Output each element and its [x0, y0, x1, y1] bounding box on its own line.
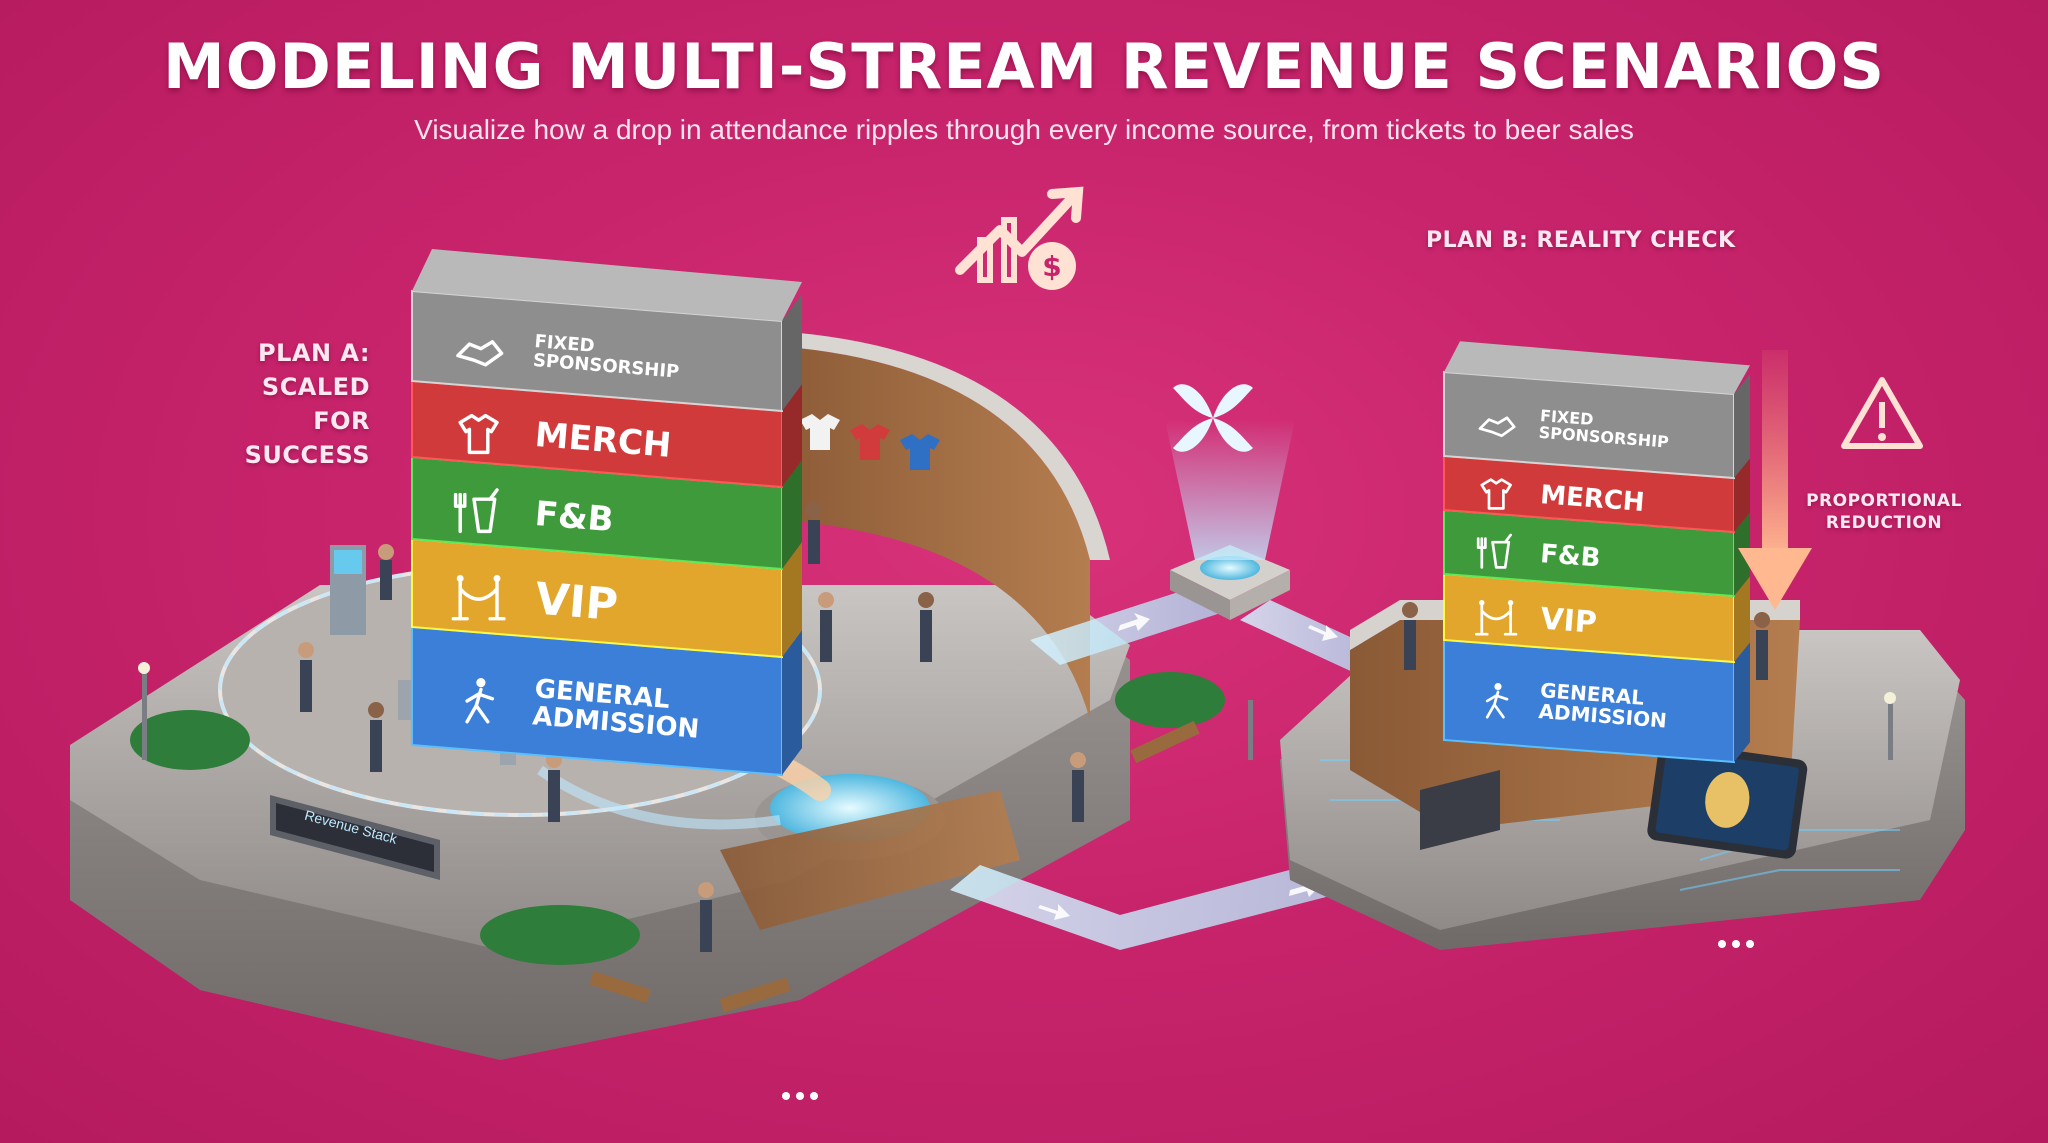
- tier-general-admission: GENERALADMISSION: [411, 625, 802, 777]
- four-petal-icon: [1173, 384, 1253, 452]
- proportional-reduction-arrow: [1738, 350, 1812, 610]
- tier-label-vip: VIP: [533, 574, 620, 632]
- tier-merch: MERCH: [1443, 454, 1750, 534]
- tier-general-admission: GENERALADMISSION: [1443, 638, 1750, 764]
- tshirt-icon: [458, 413, 499, 455]
- tier-vip: VIP: [411, 537, 802, 659]
- merch-shirts-display: [800, 414, 940, 470]
- food-drink-icon: [1476, 533, 1512, 569]
- warning-icon: [1841, 377, 1923, 449]
- revenue-growth-icon: $: [955, 186, 1084, 290]
- page-subtitle: Visualize how a drop in attendance rippl…: [414, 114, 1634, 145]
- walking-person-icon: [1485, 683, 1509, 719]
- handshake-icon: [456, 340, 504, 367]
- tier-label-vip: VIP: [1539, 602, 1598, 641]
- plan-b-label: PLAN B: REALITY CHECK: [1426, 228, 1736, 253]
- tier-fixed-sponsorship: FIXEDSPONSORSHIP: [1443, 341, 1750, 480]
- velvet-rope-icon: [451, 575, 506, 621]
- handshake-icon: [1478, 416, 1516, 438]
- svg-text:$: $: [1042, 250, 1061, 283]
- food-drink-icon: [453, 488, 499, 534]
- velvet-rope-icon: [1475, 600, 1518, 636]
- tablet-dashboard-icon: [1647, 741, 1808, 859]
- tier-label-fandb: F&B: [533, 494, 615, 540]
- revenue-stack-sign: Revenue Stack: [270, 795, 440, 880]
- proportional-reduction-label: PROPORTIONAL REDUCTION: [1806, 491, 1962, 533]
- tier-label-fandb: F&B: [1539, 539, 1601, 573]
- tier-fandb: F&B: [1443, 508, 1750, 598]
- walking-person-icon: [465, 678, 495, 724]
- tier-fixed-sponsorship: FIXEDSPONSORSHIP: [411, 249, 802, 413]
- plan-a-label: PLAN A: SCALED FOR SUCCESS: [244, 339, 370, 469]
- page-title: MODELING MULTI-STREAM REVENUE SCENARIOS: [163, 30, 1885, 103]
- tier-vip: VIP: [1443, 572, 1750, 664]
- tshirt-icon: [1480, 478, 1512, 510]
- tier-merch: MERCH: [411, 379, 802, 489]
